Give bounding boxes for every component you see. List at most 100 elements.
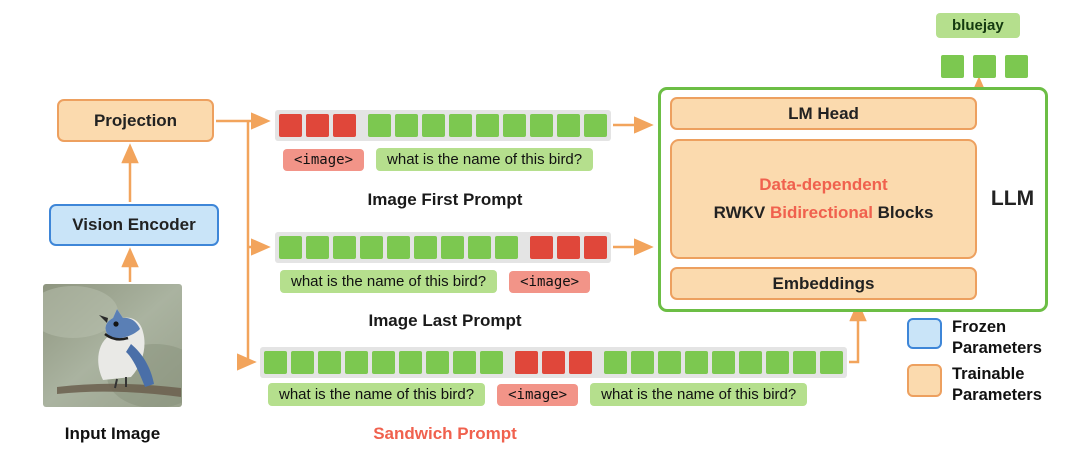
question-chip: what is the name of this bird? (280, 270, 498, 293)
green-token (441, 236, 464, 259)
blocks-line2: RWKV Bidirectional Blocks (714, 199, 934, 227)
arrow-strip3-to-embeddings (849, 301, 867, 364)
green-token (368, 114, 391, 137)
green-token (453, 351, 476, 374)
llm-label: LLM (990, 187, 1035, 210)
vision-encoder-box: Vision Encoder (49, 204, 219, 246)
chips-image-first: <image> what is the name of this bird? (283, 148, 594, 171)
green-token (387, 236, 410, 259)
green-token (476, 114, 499, 137)
title-sandwich-prompt: Sandwich Prompt (373, 424, 517, 443)
green-token-group (604, 351, 843, 374)
image-token-chip: <image> (283, 148, 365, 171)
red-token (584, 236, 607, 259)
green-token (793, 351, 816, 374)
green-token (279, 236, 302, 259)
green-token (530, 114, 553, 137)
green-token (426, 351, 449, 374)
legend-frozen-line1: Frozen (952, 318, 1007, 336)
red-token (557, 236, 580, 259)
green-token (503, 114, 526, 137)
legend-trainable-line1: Trainable (952, 365, 1025, 383)
legend-trainable-label: Trainable Parameters (952, 364, 1042, 406)
green-token (712, 351, 735, 374)
blocks-label: Blocks (872, 203, 934, 222)
lm-head-label: LM Head (788, 103, 859, 123)
question-chip: what is the name of this bird? (376, 148, 594, 171)
green-token (658, 351, 681, 374)
red-token (530, 236, 553, 259)
rwkv-label: RWKV (713, 203, 770, 222)
green-token (820, 351, 843, 374)
red-token (542, 351, 565, 374)
green-token (399, 351, 422, 374)
green-token (318, 351, 341, 374)
green-token-group (279, 236, 518, 259)
bidirectional-label: Bidirectional (769, 203, 873, 222)
red-token-group (279, 114, 356, 137)
output-token (941, 55, 964, 78)
bluejay-photo (43, 284, 182, 407)
green-token (306, 236, 329, 259)
green-token (495, 236, 518, 259)
output-token (1005, 55, 1028, 78)
blocks-line1: Data-dependent (759, 171, 887, 199)
title-image-last-prompt: Image Last Prompt (368, 311, 522, 330)
rwkv-blocks-box: Data-dependent RWKV Bidirectional Blocks (670, 139, 977, 259)
green-token (395, 114, 418, 137)
data-dependent-label: Data-dependent (759, 175, 888, 194)
red-token-group (530, 236, 607, 259)
green-token (372, 351, 395, 374)
green-token (584, 114, 607, 137)
input-image-caption: Input Image (64, 424, 161, 443)
green-token (422, 114, 445, 137)
image-token-chip: <image> (509, 270, 591, 293)
green-token (291, 351, 314, 374)
projection-box: Projection (57, 99, 214, 142)
green-token (557, 114, 580, 137)
title-image-first-prompt: Image First Prompt (367, 190, 523, 209)
output-label-bluejay: bluejay (936, 13, 1020, 38)
question-chip: what is the name of this bird? (268, 383, 486, 406)
output-token (973, 55, 996, 78)
image-token-chip: <image> (497, 383, 579, 406)
green-token (685, 351, 708, 374)
green-token-group (368, 114, 607, 137)
red-token (333, 114, 356, 137)
legend-frozen-line2: Parameters (952, 339, 1042, 357)
green-token (631, 351, 654, 374)
red-token (279, 114, 302, 137)
embeddings-box: Embeddings (670, 267, 977, 300)
legend-trainable-line2: Parameters (952, 386, 1042, 404)
green-token (360, 236, 383, 259)
legend-trainable-swatch (907, 364, 942, 397)
green-token-group (264, 351, 503, 374)
green-token (264, 351, 287, 374)
chips-image-last: what is the name of this bird? <image> (280, 270, 591, 293)
projection-label: Projection (93, 110, 178, 130)
question-chip: what is the name of this bird? (590, 383, 808, 406)
green-token (604, 351, 627, 374)
input-image (43, 284, 182, 407)
green-token (739, 351, 762, 374)
green-token (345, 351, 368, 374)
green-token (766, 351, 789, 374)
lm-head-box: LM Head (670, 97, 977, 130)
legend-frozen-swatch (907, 318, 942, 349)
token-strip-sandwich (260, 347, 847, 378)
legend-frozen-label: Frozen Parameters (952, 317, 1042, 359)
token-strip-image-first (275, 110, 611, 141)
green-token (468, 236, 491, 259)
output-tokens (941, 55, 1028, 78)
green-token (333, 236, 356, 259)
red-token (306, 114, 329, 137)
red-token (515, 351, 538, 374)
green-token (414, 236, 437, 259)
green-token (480, 351, 503, 374)
red-token-group (515, 351, 592, 374)
vision-encoder-label: Vision Encoder (72, 215, 196, 234)
chips-sandwich: what is the name of this bird? <image> w… (268, 383, 808, 406)
token-strip-image-last (275, 232, 611, 263)
green-token (449, 114, 472, 137)
